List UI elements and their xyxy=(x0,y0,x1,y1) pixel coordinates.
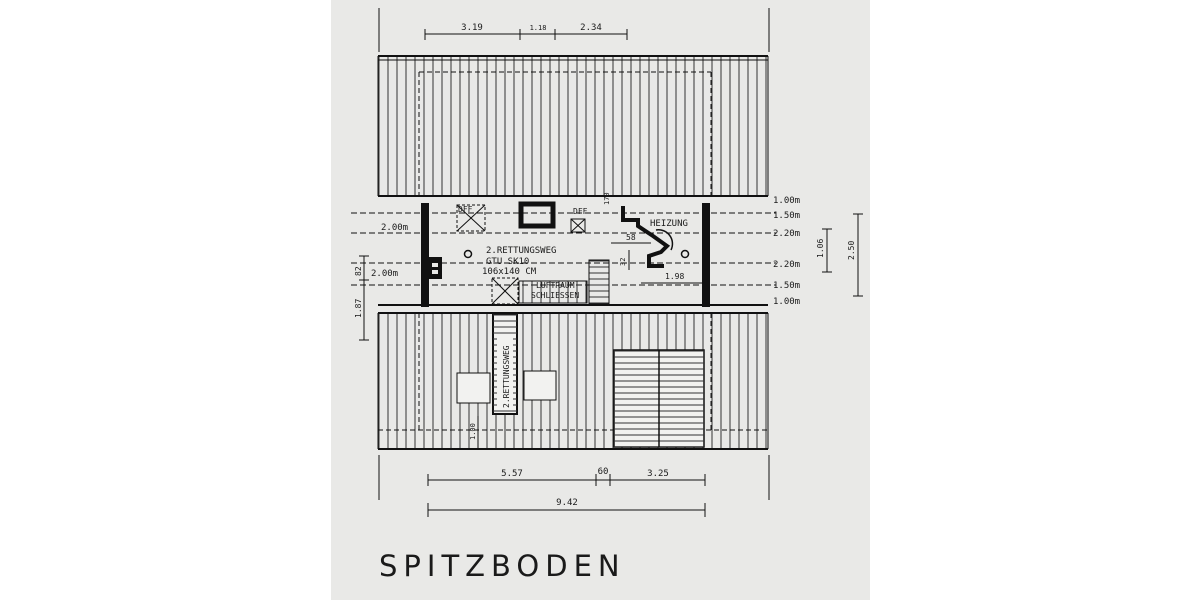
height-left-1: 2.00m xyxy=(381,223,408,233)
label-gtu: GTU SK10 xyxy=(486,257,529,267)
plan-title: SPITZBODEN xyxy=(379,549,626,583)
label-schliessen: SCHLIESSEN xyxy=(531,291,579,300)
label-gtu-size: 106x140 CM xyxy=(482,267,537,277)
dim-bottom-2: 60 xyxy=(598,467,609,477)
roof-upper xyxy=(377,55,769,197)
dim-left-lower: 1.87 xyxy=(354,299,363,318)
heights-left: 2.00m 2.00m 82 1.87 xyxy=(354,223,408,341)
dim-top-1: 3.19 xyxy=(461,23,483,33)
heights-right: 1.00m 1.50m 2.20m 2.20m 1.50m 1.00m 1.06… xyxy=(773,196,863,307)
floor-plan: 3.19 1.18 2.34 5.57 60 3.25 9.42 1.00m 1… xyxy=(351,8,863,517)
dim-right-outer: 2.50 xyxy=(847,241,856,260)
dim-bottom-total: 9.42 xyxy=(556,498,578,508)
drawing-sheet: 3.19 1.18 2.34 5.57 60 3.25 9.42 1.00m 1… xyxy=(331,0,870,600)
dim-100: 1.00 xyxy=(469,423,477,440)
dim-top-3: 2.34 xyxy=(580,23,602,33)
dim-right-inner: 1.06 xyxy=(816,239,825,258)
inner-dimensions: 170 58 32 1.98 1.00 xyxy=(469,192,702,448)
label-rettungsweg-vertical: 2.RETTUNGSWEG xyxy=(502,345,511,408)
attic-floor xyxy=(351,201,776,307)
label-dff-2: DFF xyxy=(573,207,588,216)
height-right-6: 1.00m xyxy=(773,297,800,307)
height-right-4: 2.20m xyxy=(773,260,800,270)
height-right-5: 1.50m xyxy=(773,281,800,291)
dim-top-2: 1.18 xyxy=(530,24,547,32)
height-right-3: 2.20m xyxy=(773,229,800,239)
dim-170: 170 xyxy=(603,192,611,205)
dim-58: 58 xyxy=(626,233,636,242)
dim-bottom-1: 5.57 xyxy=(501,469,523,479)
height-right-2: 1.50m xyxy=(773,211,800,221)
height-right-1: 1.00m xyxy=(773,196,800,206)
dimension-bottom: 5.57 60 3.25 9.42 xyxy=(378,455,770,517)
roof-lower xyxy=(377,312,769,450)
label-rettungsweg: 2.RETTUNGSWEG xyxy=(486,246,556,256)
dim-bottom-3: 3.25 xyxy=(647,469,669,479)
dim-32: 32 xyxy=(619,258,627,266)
dimension-top: 3.19 1.18 2.34 xyxy=(378,8,770,52)
label-heizung: HEIZUNG xyxy=(650,219,688,229)
height-left-2: 2.00m xyxy=(371,269,398,279)
label-luftraum: LUFTRAUM xyxy=(536,281,575,290)
label-dff-1: DFF xyxy=(458,205,473,214)
dim-198: 1.98 xyxy=(665,272,684,281)
dim-left-upper: 82 xyxy=(354,266,363,276)
room-labels: DFF DFF HEIZUNG 2.RETTUNGSWEG GTU SK10 1… xyxy=(458,205,688,408)
